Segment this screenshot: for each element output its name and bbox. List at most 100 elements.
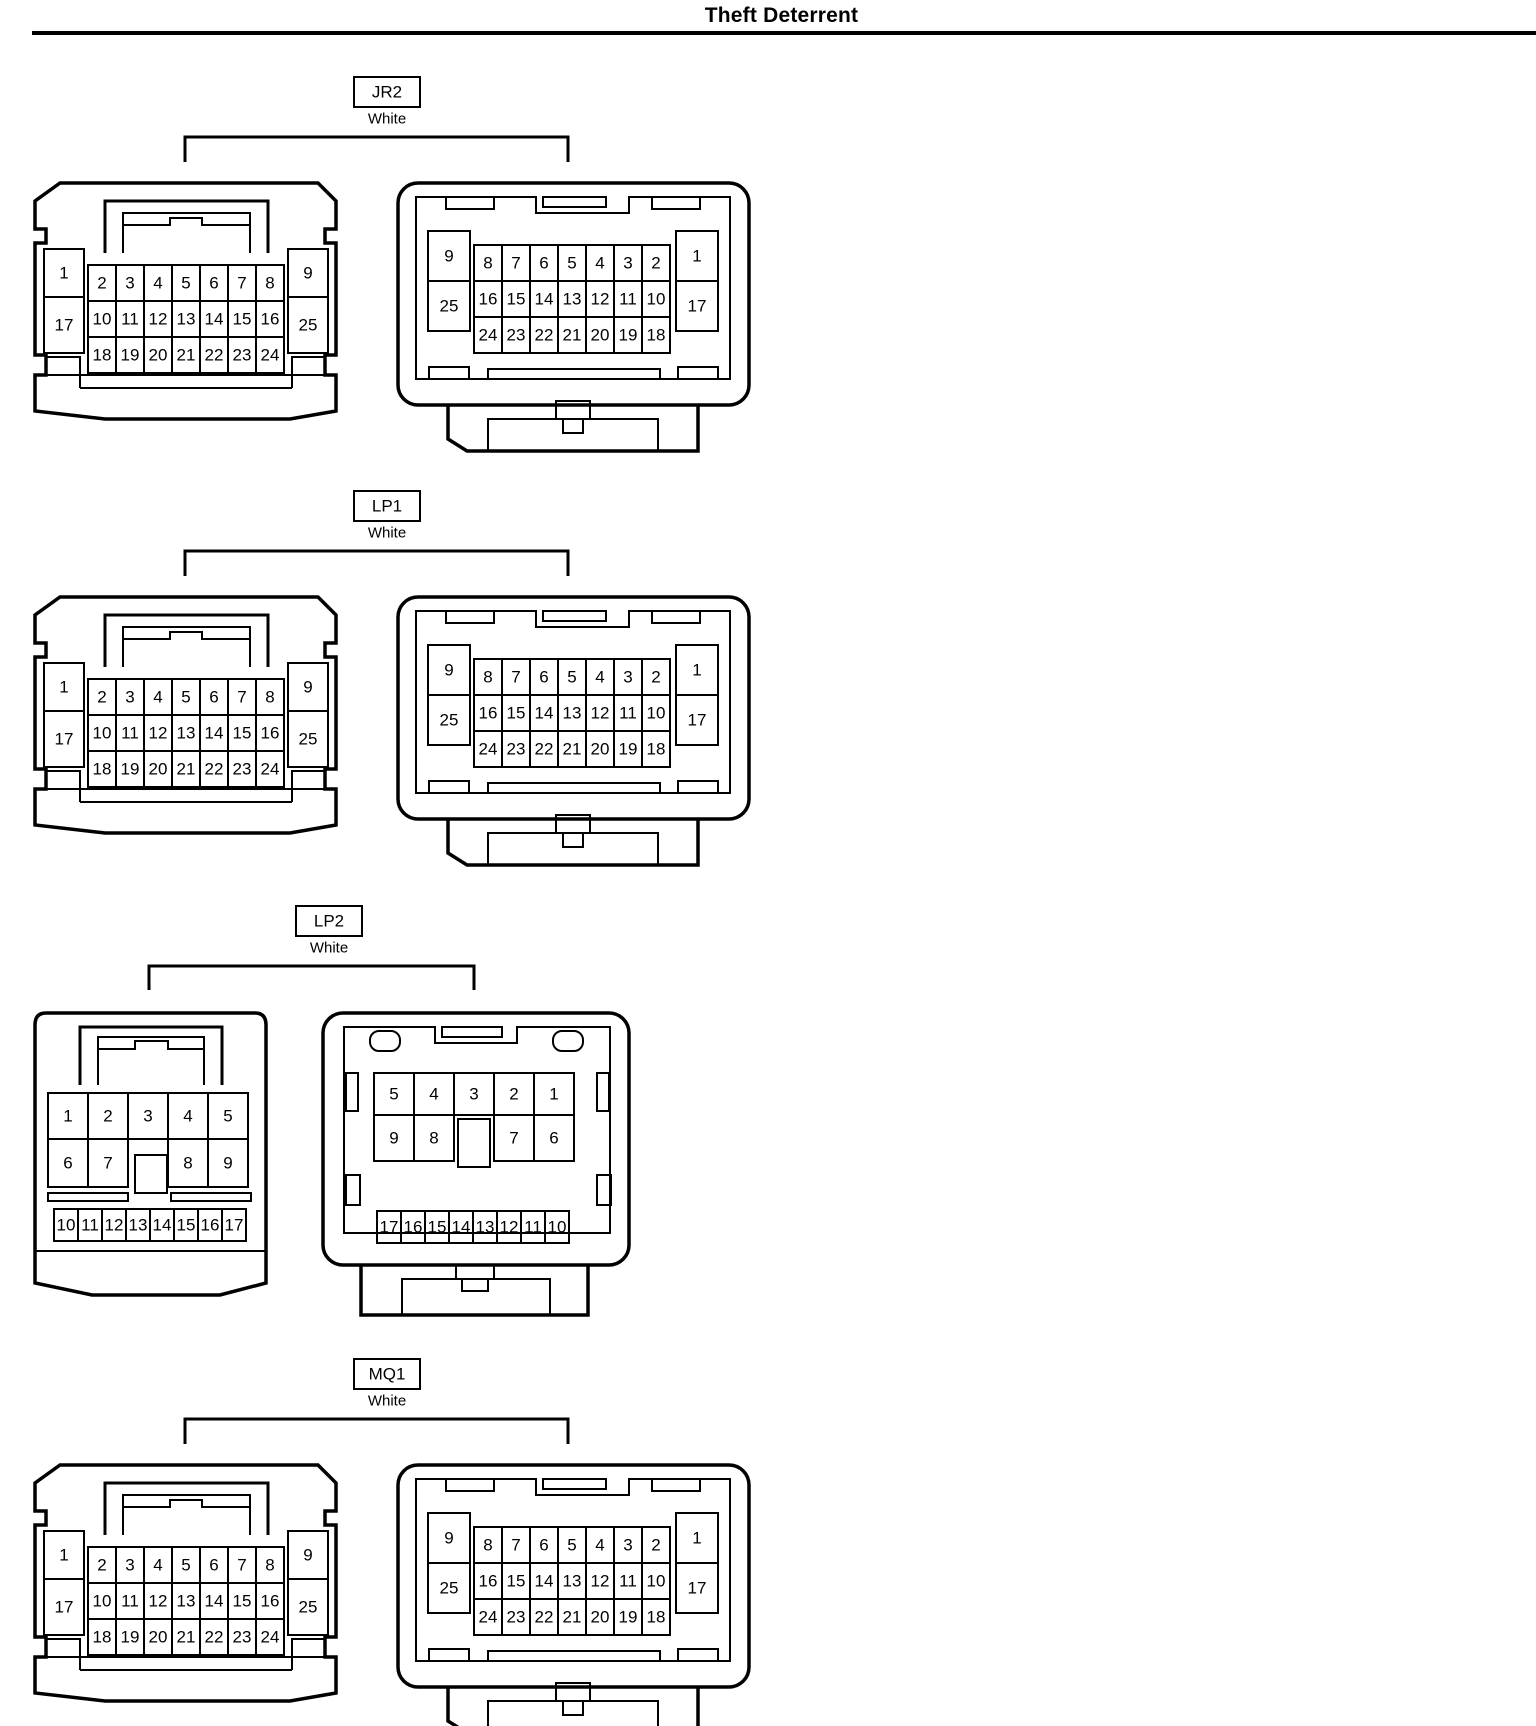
pin-8: 8 xyxy=(265,274,274,293)
pin-17: 17 xyxy=(688,1579,707,1598)
outline xyxy=(291,770,326,802)
pin-9: 9 xyxy=(444,661,453,680)
pin-14: 14 xyxy=(153,1216,172,1235)
pin-24: 24 xyxy=(479,740,498,759)
pin-9: 9 xyxy=(223,1154,232,1173)
outline xyxy=(428,1648,470,1662)
pin-7: 7 xyxy=(511,668,520,687)
pin-25: 25 xyxy=(299,316,318,335)
pin-10: 10 xyxy=(57,1216,76,1235)
outline xyxy=(428,780,470,794)
pin-11: 11 xyxy=(121,310,139,329)
outline xyxy=(446,819,700,867)
pin-22: 22 xyxy=(535,740,554,759)
pin-4: 4 xyxy=(153,274,162,293)
pin-4: 4 xyxy=(595,668,604,687)
pin-1: 1 xyxy=(63,1107,72,1126)
pin-21: 21 xyxy=(177,1628,196,1647)
pin-13: 13 xyxy=(177,724,196,743)
outline xyxy=(123,1499,250,1508)
pin-15: 15 xyxy=(507,704,526,723)
pin-16: 16 xyxy=(479,1572,498,1591)
outline xyxy=(675,280,719,332)
pin-13: 13 xyxy=(563,1572,582,1591)
pin-21: 21 xyxy=(177,346,196,365)
outline xyxy=(122,1494,251,1535)
pin-12: 12 xyxy=(149,724,168,743)
pin-23: 23 xyxy=(507,1608,526,1627)
outline xyxy=(103,199,270,253)
outline xyxy=(596,1174,612,1206)
outline xyxy=(396,1463,751,1689)
outline xyxy=(487,368,661,380)
outline xyxy=(396,181,751,407)
outline xyxy=(651,1478,701,1492)
outline xyxy=(533,1114,575,1162)
outline xyxy=(446,1687,700,1726)
outline xyxy=(291,1638,326,1670)
outline xyxy=(427,694,471,746)
outline xyxy=(343,1026,611,1234)
pin-7: 7 xyxy=(237,1556,246,1575)
pin-7: 7 xyxy=(237,688,246,707)
pin-3: 3 xyxy=(125,688,134,707)
connector-id-LP2: LP2 xyxy=(314,912,344,931)
pin-14: 14 xyxy=(205,724,224,743)
pin-17: 17 xyxy=(55,1598,74,1617)
pin-6: 6 xyxy=(539,668,548,687)
pin-10: 10 xyxy=(93,310,112,329)
outline xyxy=(97,1036,205,1085)
pin-12: 12 xyxy=(591,1572,610,1591)
pin-9: 9 xyxy=(303,264,312,283)
pin-18: 18 xyxy=(93,760,112,779)
outline xyxy=(369,1030,401,1052)
pin-3: 3 xyxy=(623,254,632,273)
outline xyxy=(415,610,731,794)
outline xyxy=(677,366,719,380)
pin-8: 8 xyxy=(429,1129,438,1148)
pin-1: 1 xyxy=(59,678,68,697)
outline xyxy=(287,1578,329,1636)
outline xyxy=(103,613,270,667)
pin-14: 14 xyxy=(205,1592,224,1611)
outline xyxy=(555,1682,591,1701)
pin-22: 22 xyxy=(205,760,224,779)
outline xyxy=(33,181,338,421)
pin-25: 25 xyxy=(440,297,459,316)
title-rule xyxy=(32,31,1536,35)
outline xyxy=(295,905,363,937)
pin-19: 19 xyxy=(619,740,638,759)
outline xyxy=(183,549,570,576)
pin-9: 9 xyxy=(303,1546,312,1565)
pin-9: 9 xyxy=(444,247,453,266)
pin-4: 4 xyxy=(153,1556,162,1575)
pin-4: 4 xyxy=(183,1107,192,1126)
outline xyxy=(396,595,751,821)
pin-6: 6 xyxy=(209,688,218,707)
pin-7: 7 xyxy=(103,1154,112,1173)
pin-16: 16 xyxy=(479,704,498,723)
pin-24: 24 xyxy=(261,346,280,365)
pin-17: 17 xyxy=(55,316,74,335)
outline xyxy=(487,782,661,794)
pin-18: 18 xyxy=(647,1608,666,1627)
outline xyxy=(555,814,591,833)
connector-color-MQ1: White xyxy=(368,1393,406,1410)
pin-5: 5 xyxy=(567,1536,576,1555)
outline xyxy=(103,1481,270,1535)
pin-4: 4 xyxy=(429,1085,438,1104)
pin-16: 16 xyxy=(201,1216,220,1235)
pin-6: 6 xyxy=(63,1154,72,1173)
connector-id-MQ1: MQ1 xyxy=(369,1365,406,1384)
outline xyxy=(413,1114,455,1162)
pin-19: 19 xyxy=(121,760,140,779)
outline xyxy=(596,1072,610,1112)
pin-10: 10 xyxy=(93,1592,112,1611)
outline xyxy=(401,1278,551,1316)
pin-23: 23 xyxy=(507,740,526,759)
pin-14: 14 xyxy=(205,310,224,329)
pin-8: 8 xyxy=(183,1154,192,1173)
